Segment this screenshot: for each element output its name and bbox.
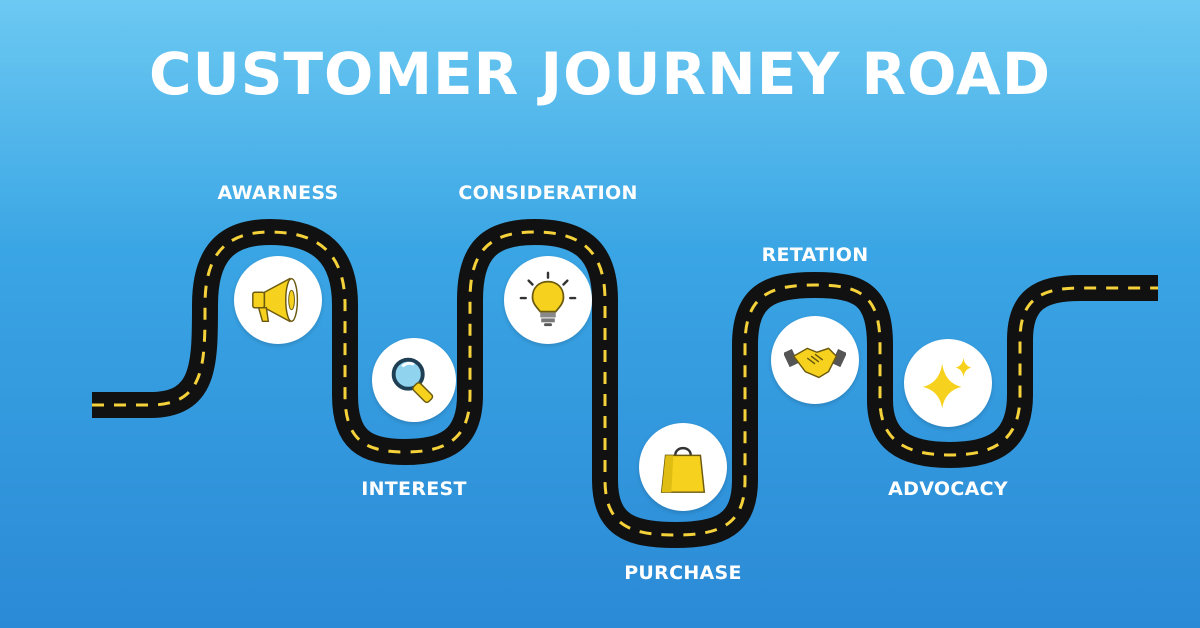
stage-label-retation: RETATION xyxy=(761,244,869,266)
stage-label-purchase: PURCHASE xyxy=(624,562,742,584)
lightbulb-icon xyxy=(519,271,577,327)
stage-badge-interest xyxy=(372,338,456,422)
stage-badge-advocacy xyxy=(904,339,992,427)
stage-badge-purchase xyxy=(639,423,727,511)
stage-label-consideration: CONSIDERATION xyxy=(458,182,638,204)
page-title: CUSTOMER JOURNEY ROAD xyxy=(149,40,1051,108)
stage-badge-consideration xyxy=(504,256,592,344)
road-center-dashes xyxy=(92,230,1158,537)
shopping-bag-icon xyxy=(660,446,706,493)
stage-badge-awarness xyxy=(234,256,322,344)
sparkle-icon xyxy=(922,357,972,409)
magnifier-icon xyxy=(391,357,434,404)
stage-label-awarness: AWARNESS xyxy=(217,182,339,204)
stage-badge-retation xyxy=(771,316,859,404)
megaphone-icon xyxy=(252,277,299,323)
handshake-icon xyxy=(784,347,846,379)
stage-label-interest: INTEREST xyxy=(361,478,467,500)
stage-label-advocacy: ADVOCACY xyxy=(888,478,1008,500)
